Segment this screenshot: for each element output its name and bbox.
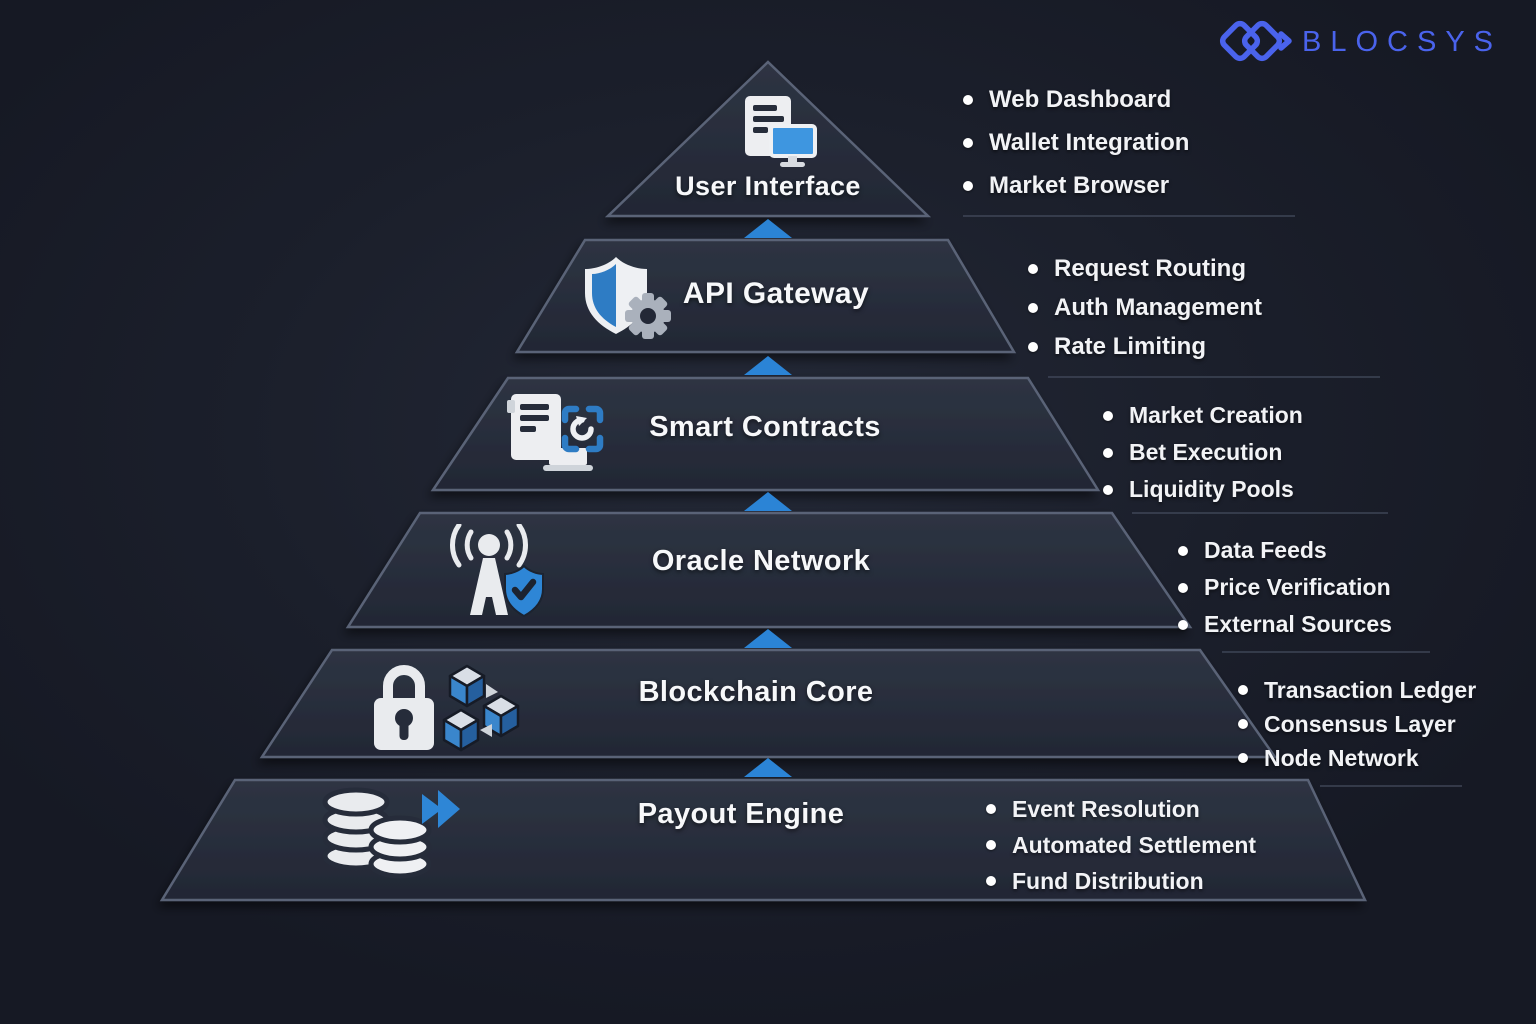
coin-stacks-fast-forward-icon [322,787,460,879]
bullet-dot [986,840,996,850]
feature-label: Web Dashboard [989,85,1172,113]
bullet-dot [1103,447,1113,458]
bullet-dot [986,876,996,886]
bullet-dot [1103,410,1113,421]
brand-logo: BLOCSYS [1218,16,1502,68]
layer-shape-oracle-network [345,511,1193,629]
up-arrow-icon [744,629,792,648]
up-arrow-icon [744,758,792,777]
feature-item: Liquidity Pools [1103,471,1303,508]
padlock-blocks-icon [374,664,520,752]
feature-label: External Sources [1204,611,1392,637]
feature-item: Price Verification [1178,569,1392,606]
layer-title-api-gateway: API Gateway [682,277,870,310]
layer-title-oracle-network: Oracle Network [651,545,871,577]
feature-label: Request Routing [1054,254,1246,282]
feature-item: Data Feeds [1178,532,1392,569]
bullet-dot [1028,341,1038,352]
feature-item: Consensus Layer [1238,707,1476,741]
feature-label: Market Browser [989,171,1170,199]
layer-shape-smart-contracts [430,376,1101,492]
feature-label: Event Resolution [1012,795,1200,822]
feature-list-blockchain-core: Transaction Ledger Consensus Layer Node … [1238,673,1476,775]
bullet-dot [963,137,973,148]
interlocked-diamonds-icon [1219,20,1292,62]
feature-list-oracle-network: Data Feeds Price Verification External S… [1178,532,1392,643]
contract-sync-icon [507,394,604,471]
feature-label: Liquidity Pools [1129,476,1294,502]
feature-list-smart-contracts: Market Creation Bet Execution Liquidity … [1103,397,1303,508]
bullet-dot [1238,753,1248,763]
feature-label: Wallet Integration [989,128,1190,156]
feature-item: Event Resolution [986,791,1256,827]
shield-gear-icon [585,257,671,339]
bullet-dot [963,94,973,105]
bullet-dot [1238,719,1248,729]
feature-label: Bet Execution [1129,439,1283,465]
feature-list-user-interface: Web Dashboard Wallet Integration Market … [963,78,1189,207]
bullet-dot [963,180,973,191]
feature-label: Automated Settlement [1012,831,1257,858]
layer-title-smart-contracts: Smart Contracts [649,411,881,443]
bullet-dot [1103,484,1113,495]
feature-list-api-gateway: Request Routing Auth Management Rate Lim… [1028,249,1262,366]
feature-label: Node Network [1264,744,1419,771]
up-arrow-icon [744,219,792,238]
feature-item: Wallet Integration [963,121,1189,164]
feature-item: Transaction Ledger [1238,673,1476,707]
feature-label: Market Creation [1129,402,1303,428]
feature-label: Data Feeds [1204,537,1327,563]
feature-item: Bet Execution [1103,434,1303,471]
feature-dividers [963,215,1462,787]
feature-label: Transaction Ledger [1264,676,1477,703]
antenna-shield-check-icon [450,524,544,618]
feature-item: Market Browser [963,164,1189,207]
feature-label: Fund Distribution [1012,867,1204,894]
feature-label: Price Verification [1204,574,1391,600]
layer-title-payout-engine: Payout Engine [637,798,845,830]
feature-item: External Sources [1178,606,1392,643]
up-arrow-icon [744,492,792,511]
feature-label: Consensus Layer [1264,710,1456,737]
up-arrow-connectors [744,219,792,777]
feature-item: Automated Settlement [986,827,1256,863]
layer-title-blockchain-core: Blockchain Core [638,676,874,708]
brand-name: BLOCSYS [1302,25,1502,58]
feature-label: Rate Limiting [1054,332,1207,360]
feature-item: Node Network [1238,741,1476,775]
layer-shape-payout-engine [159,778,1367,902]
bullet-dot [1178,582,1188,593]
feature-item: Request Routing [1028,249,1262,288]
bullet-dot [986,804,996,814]
feature-label: Auth Management [1054,293,1263,321]
feature-item: Rate Limiting [1028,327,1262,366]
bullet-dot [1178,619,1188,630]
layer-shape-blockchain-core [259,648,1278,759]
bullet-dot [1028,302,1038,313]
monitor-document-icon [745,96,817,167]
feature-list-payout-engine: Event Resolution Automated Settlement Fu… [986,791,1256,899]
up-arrow-icon [744,356,792,375]
feature-item: Auth Management [1028,288,1262,327]
feature-item: Market Creation [1103,397,1303,434]
bullet-dot [1178,545,1188,556]
layer-title-user-interface: User Interface [675,171,861,201]
bullet-dot [1028,263,1038,274]
feature-item: Fund Distribution [986,863,1256,899]
feature-item: Web Dashboard [963,78,1189,121]
bullet-dot [1238,685,1248,695]
